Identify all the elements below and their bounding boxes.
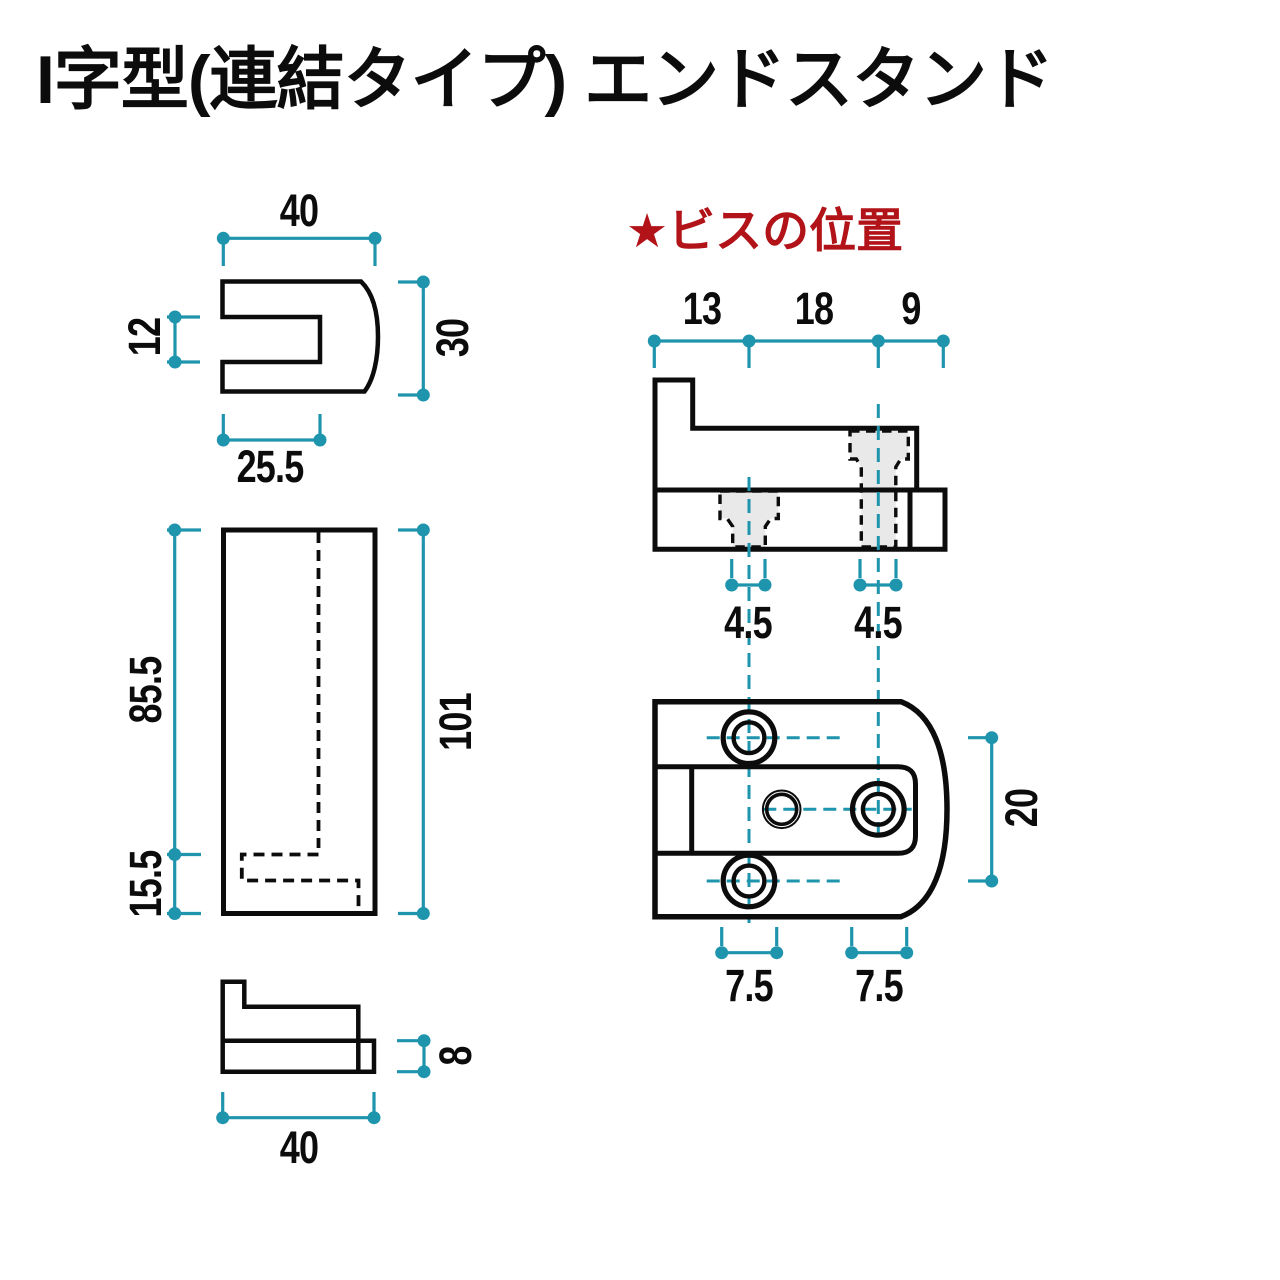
screw-side-outline	[652, 377, 948, 552]
dim-screw-seg-right: 9	[899, 283, 923, 335]
dim-screw1-dia: 4.5	[718, 597, 778, 649]
view-front	[167, 523, 430, 920]
dim-profile-height: 30	[427, 314, 479, 362]
dim-front-lower-value: 15.5	[120, 850, 171, 918]
dim-side-base-thickness: 8	[430, 1044, 482, 1068]
dim-profile-notch-depth: 25.5	[228, 441, 312, 493]
view-screw-top	[652, 698, 999, 960]
dim-front-total-height-value: 101	[430, 693, 481, 751]
dim-screw-seg-mid-value: 18	[794, 283, 834, 334]
dim-hole1-dia-value: 7.5	[725, 960, 773, 1011]
view-screw-side	[647, 334, 950, 923]
dim-side-width: 40	[275, 1122, 323, 1174]
top-hole	[720, 709, 778, 767]
screw-left	[718, 489, 780, 549]
dim-side-width-value: 40	[279, 1122, 319, 1173]
dim-front-lower: 15.5	[120, 842, 172, 926]
dim-screw-seg-right-value: 9	[901, 283, 921, 334]
side-inner-lines	[222, 1038, 361, 1072]
dim-screw2-dia-value: 4.5	[854, 597, 902, 648]
dim-front-upper-value: 85.5	[120, 656, 171, 724]
dim-profile-width: 40	[275, 185, 323, 237]
profile-outline	[220, 279, 381, 394]
dim-profile-notch-height-value: 12	[119, 317, 170, 357]
screw-side-dimension-dots	[647, 334, 950, 592]
bottom-hole	[720, 852, 778, 910]
top-view-dimension-dots	[715, 731, 999, 960]
dim-side-base-thickness-value: 8	[430, 1046, 481, 1066]
side-dimension-dots	[216, 1034, 431, 1125]
dim-hole-pitch-value: 20	[996, 788, 1047, 828]
profile-dimension-dots	[168, 231, 430, 447]
view-profile-section	[167, 231, 430, 447]
front-dimension-dots	[168, 523, 430, 920]
view-side	[216, 979, 431, 1125]
dim-screw2-dia: 4.5	[848, 597, 908, 649]
profile-dimension-lines	[167, 236, 425, 442]
dim-screw1-dia-value: 4.5	[724, 597, 772, 648]
right-hole	[849, 780, 907, 838]
dim-profile-width-value: 40	[279, 185, 319, 236]
dim-screw-seg-left: 13	[678, 283, 726, 335]
front-outline	[221, 527, 378, 916]
dim-hole-pitch: 20	[996, 784, 1048, 832]
dim-profile-notch-height: 12	[119, 313, 171, 361]
dim-screw-seg-left-value: 13	[682, 283, 722, 334]
side-outline	[220, 979, 377, 1074]
dim-front-total-height: 101	[430, 686, 482, 758]
top-view-slot	[655, 764, 918, 856]
dim-profile-notch-depth-value: 25.5	[236, 441, 305, 492]
screw-centerlines	[747, 404, 880, 923]
drawing-title: I字型(連結タイプ) エンドスタンド	[36, 42, 1054, 118]
screw-position-label: ★ビスの位置	[626, 204, 904, 257]
dim-front-upper: 85.5	[120, 648, 172, 732]
dim-hole1-dia: 7.5	[719, 960, 779, 1012]
dim-hole2-dia-value: 7.5	[855, 960, 903, 1011]
center-small-hole	[761, 789, 802, 830]
screw-side-inner-lines	[655, 487, 917, 550]
dim-screw-seg-mid: 18	[790, 283, 838, 335]
dim-profile-height-value: 30	[427, 318, 478, 358]
top-view-outline	[652, 698, 950, 920]
dim-hole2-dia: 7.5	[849, 960, 909, 1012]
top-view-dimension-lines	[720, 736, 994, 955]
